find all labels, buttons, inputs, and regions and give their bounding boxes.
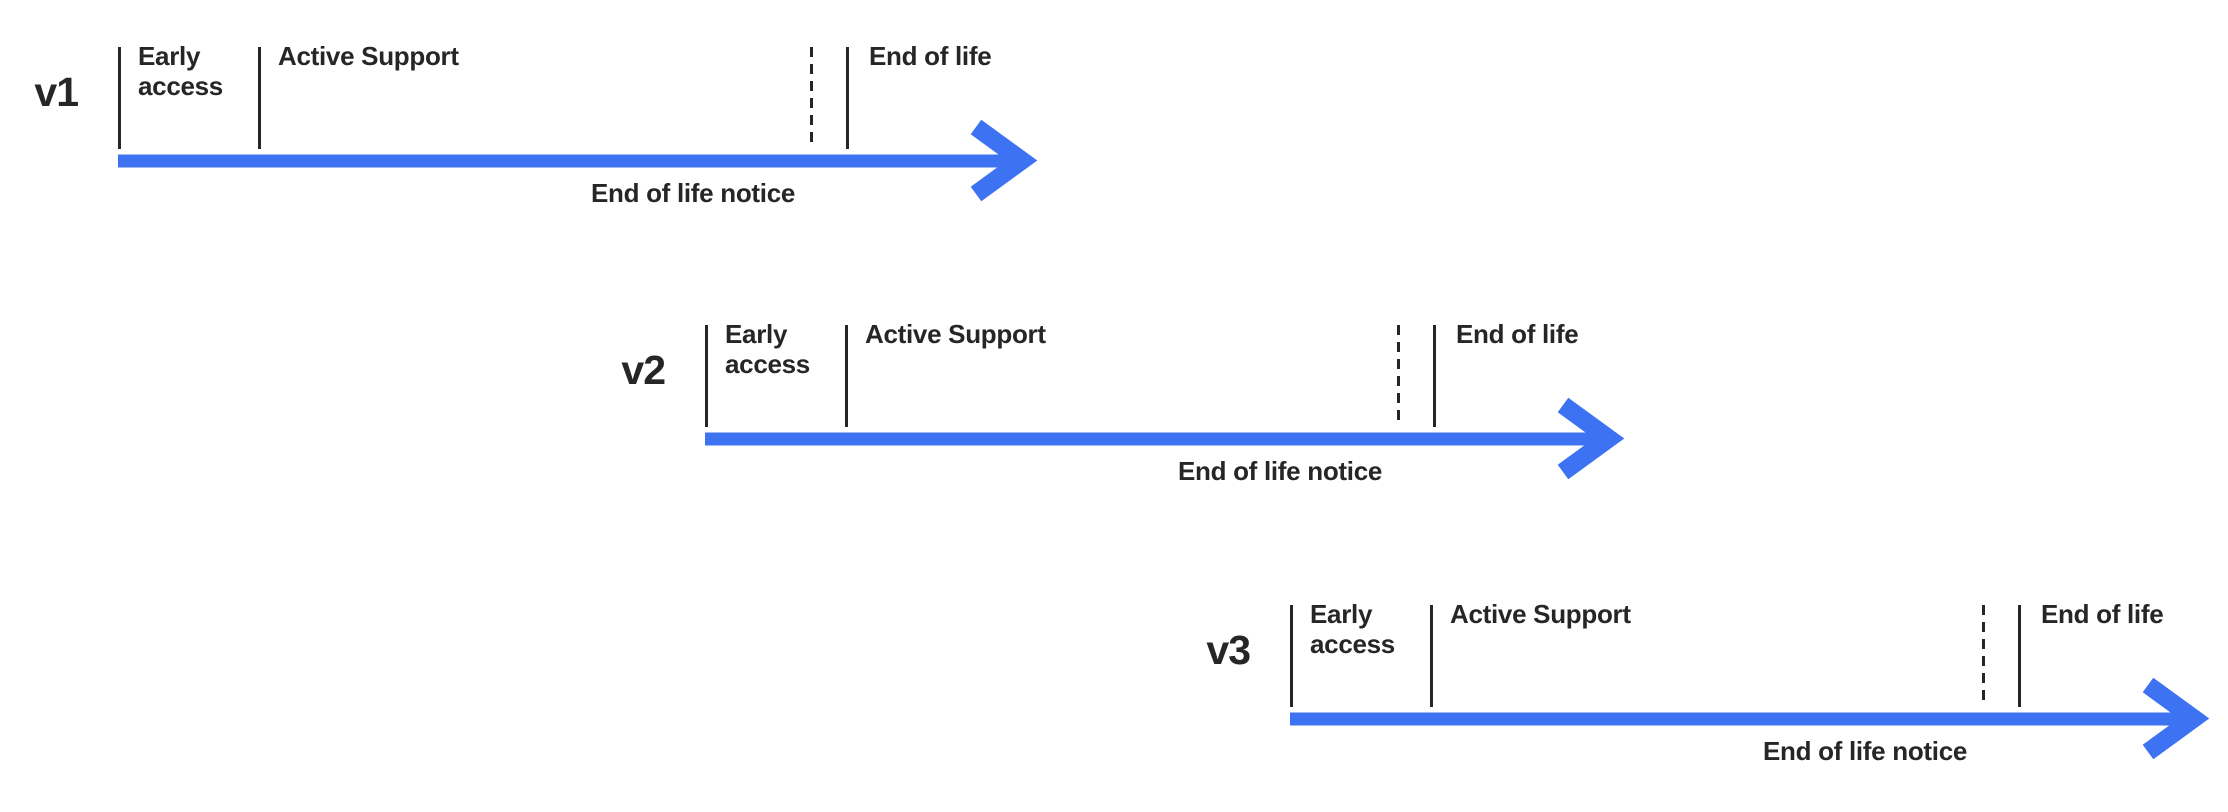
early-access-label: Early access	[138, 41, 223, 101]
version-label: v1	[34, 69, 79, 115]
active-support-label: Active Support	[865, 319, 1046, 349]
end-of-life-label: End of life	[869, 41, 992, 71]
version-label: v2	[621, 347, 666, 393]
timeline-row-v1: v1 Early access Active Support End of li…	[18, 27, 1138, 227]
end-of-life-notice-label: End of life notice	[1177, 456, 1383, 486]
end-of-life-notice-label: End of life notice	[1762, 736, 1968, 766]
arrowhead-icon	[970, 119, 1038, 202]
timeline-graphic-v3	[1290, 605, 2210, 760]
arrowhead-icon	[2142, 677, 2210, 760]
early-access-label: Early access	[725, 319, 810, 379]
timeline-row-v3: v3 Early access Active Support End of li…	[1190, 585, 2228, 785]
timeline-graphic-v2	[705, 325, 1625, 480]
arrowhead-icon	[1557, 397, 1625, 480]
timeline-graphic-v1	[118, 47, 1038, 202]
early-access-label: Early access	[1310, 599, 1395, 659]
active-support-label: Active Support	[278, 41, 459, 71]
timeline-row-v2: v2 Early access Active Support End of li…	[605, 305, 1725, 505]
end-of-life-notice-label: End of life notice	[590, 178, 796, 208]
active-support-label: Active Support	[1450, 599, 1631, 629]
version-label: v3	[1206, 627, 1251, 673]
end-of-life-label: End of life	[2041, 599, 2164, 629]
end-of-life-label: End of life	[1456, 319, 1579, 349]
